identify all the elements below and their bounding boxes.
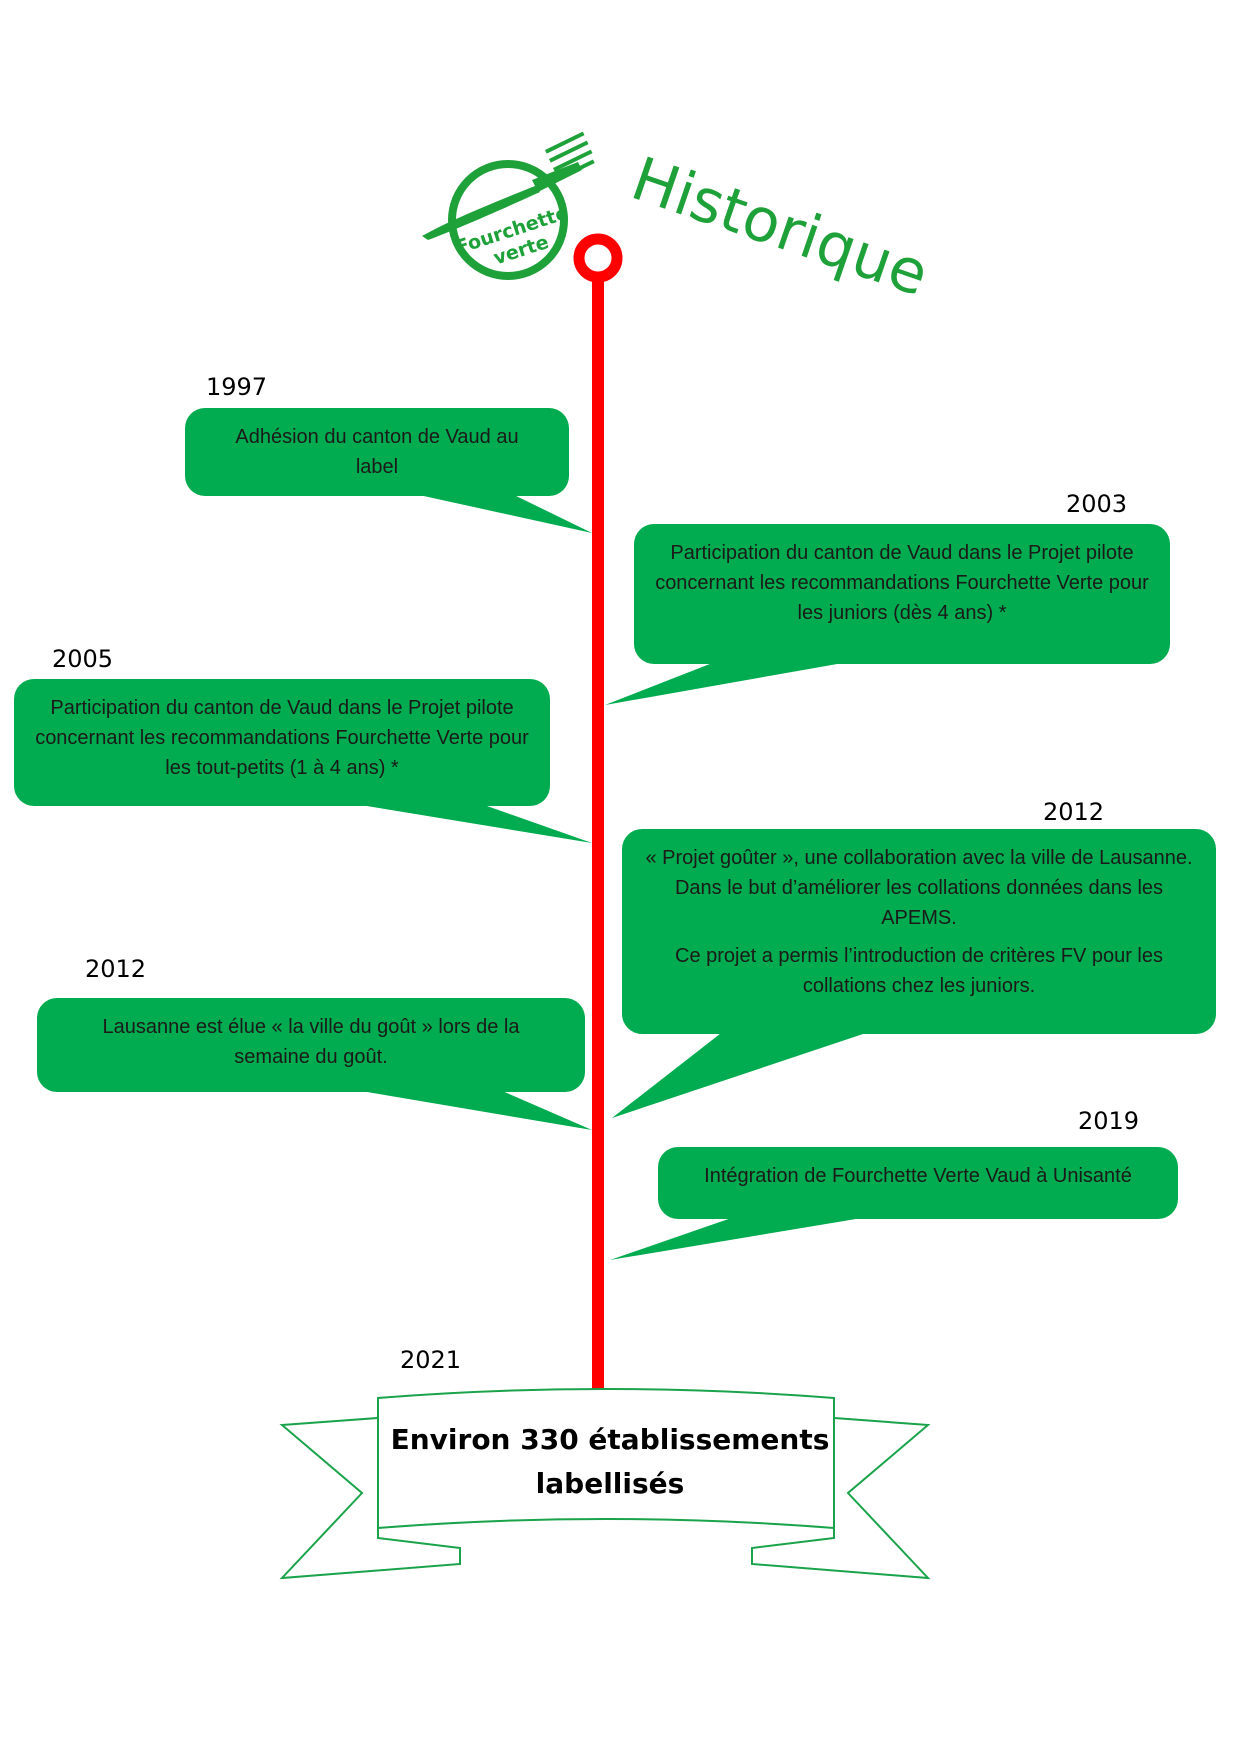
- tail-2012-left: [355, 1090, 592, 1130]
- year-2012-right: 2012: [1043, 798, 1105, 826]
- final-line-1: Environ 330 établissements: [390, 1423, 830, 1456]
- logo-ring: [448, 160, 568, 280]
- tail-2003: [605, 660, 860, 705]
- event-bubble-2003: Participation du canton de Vaud dans le …: [634, 524, 1170, 664]
- event-text: Participation du canton de Vaud dans le …: [35, 697, 529, 779]
- final-milestone-text: Environ 330 établissements labellisés: [380, 1418, 840, 1506]
- event-text: Lausanne est élue « la ville du goût » l…: [102, 1016, 520, 1068]
- event-text: « Projet goûter », une collaboration ave…: [645, 847, 1193, 929]
- fork-icon: [422, 131, 595, 240]
- year-2012-left: 2012: [85, 955, 147, 983]
- fourchette-verte-logo: Fourchette verte: [422, 131, 595, 280]
- page-title: Historique: [623, 144, 937, 310]
- year-2005: 2005: [52, 645, 114, 673]
- year-2021: 2021: [400, 1346, 462, 1374]
- bubble-tails: [330, 493, 880, 1260]
- event-bubble-2005: Participation du canton de Vaud dans le …: [14, 679, 550, 806]
- event-bubble-2012-left: Lausanne est élue « la ville du goût » l…: [37, 998, 585, 1092]
- final-line-2: labellisés: [535, 1467, 685, 1500]
- event-bubble-2019: Intégration de Fourchette Verte Vaud à U…: [658, 1147, 1178, 1219]
- timeline-start-marker: [573, 233, 623, 283]
- event-text: Ce projet a permis l’introduction de cri…: [675, 945, 1163, 997]
- event-text: Adhésion du canton de Vaud au label: [235, 426, 519, 478]
- event-text: Participation du canton de Vaud dans le …: [655, 542, 1149, 624]
- event-bubble-2012-right: « Projet goûter », une collaboration ave…: [622, 829, 1216, 1034]
- year-1997: 1997: [206, 373, 268, 401]
- event-text: Intégration de Fourchette Verte Vaud à U…: [704, 1165, 1132, 1187]
- tail-2005: [330, 800, 592, 843]
- tail-2012-right: [612, 1030, 875, 1118]
- event-bubble-1997: Adhésion du canton de Vaud au label: [185, 408, 569, 496]
- tail-1997: [410, 493, 592, 533]
- ribbon-banner: [279, 1388, 931, 1580]
- year-2019: 2019: [1078, 1107, 1140, 1135]
- ribbon-center: [377, 1388, 835, 1530]
- tail-2019: [610, 1215, 880, 1260]
- year-2003: 2003: [1066, 490, 1128, 518]
